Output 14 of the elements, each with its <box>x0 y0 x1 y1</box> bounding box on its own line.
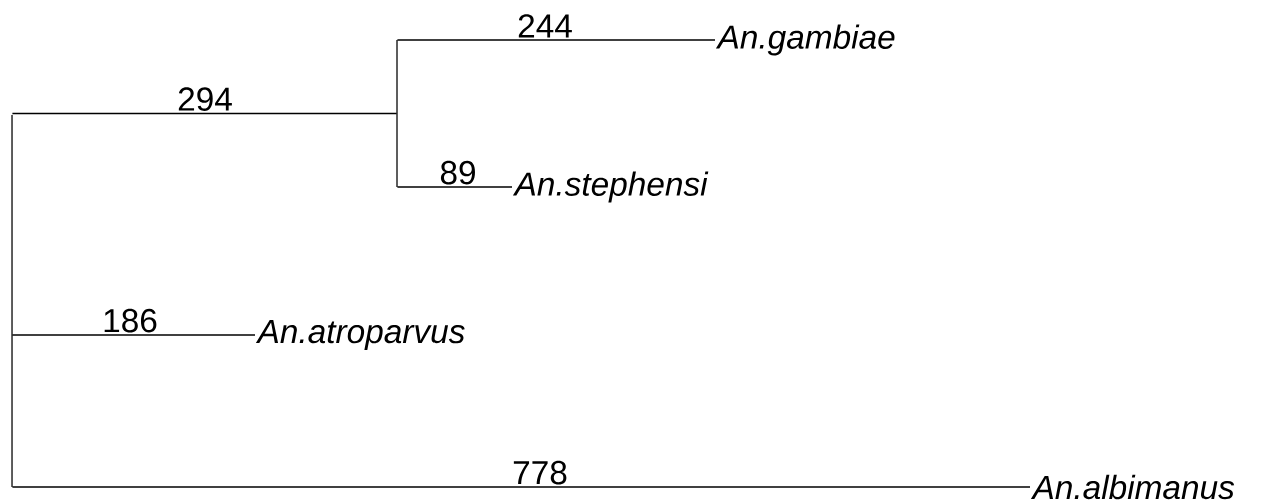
branch-length: 778 <box>513 460 567 485</box>
species-label: An.atroparvus <box>255 320 465 350</box>
species-label: An.albimanus <box>1030 474 1235 500</box>
tree-branch <box>11 112 398 115</box>
branch-length: 294 <box>178 87 232 111</box>
tree-branch <box>396 39 716 41</box>
species-label: An.gambiae <box>715 24 895 56</box>
species-label: An.stephensi <box>512 171 709 203</box>
tree-branch <box>396 186 513 188</box>
tree-branch <box>11 334 256 336</box>
branch-length: 244 <box>518 14 572 38</box>
branch-length: 89 <box>440 160 475 185</box>
tree-branch <box>11 486 1031 488</box>
branch-length: 186 <box>104 308 157 333</box>
